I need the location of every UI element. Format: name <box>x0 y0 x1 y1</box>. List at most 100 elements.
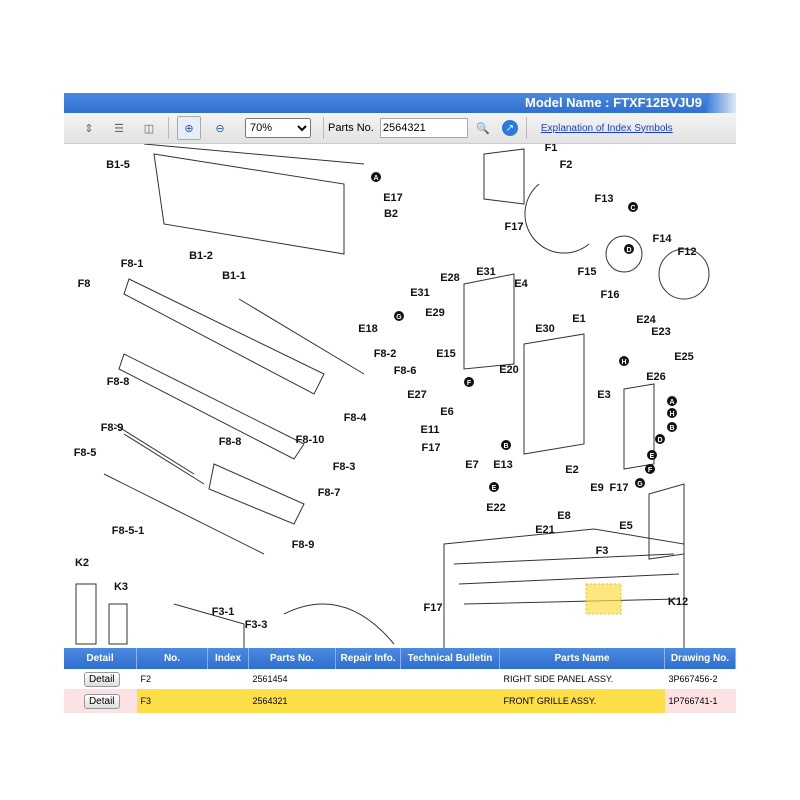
callout-k12[interactable]: K12 <box>668 596 688 608</box>
marker-h: H <box>667 408 677 418</box>
model-name: Model Name : FTXF12BVJU9 <box>525 95 702 110</box>
callout-e4[interactable]: E4 <box>514 278 528 290</box>
callout-f8-7[interactable]: F8-7 <box>318 487 341 499</box>
parts-viewer: Model Name : FTXF12BVJU9 ⇕ ☰ ◫ ⊕ ⊖ 70% P… <box>64 93 736 713</box>
callout-e26[interactable]: E26 <box>646 371 666 383</box>
callout-b1-5[interactable]: B1-5 <box>106 159 130 171</box>
marker-d: D <box>655 434 665 444</box>
callout-f3-1[interactable]: F3-1 <box>212 606 235 618</box>
callout-f8-1[interactable]: F8-1 <box>121 258 144 270</box>
svg-text:F: F <box>467 380 472 387</box>
callout-e2[interactable]: E2 <box>565 464 578 476</box>
cell-no: F2 <box>140 674 152 684</box>
callout-e15[interactable]: E15 <box>436 348 456 360</box>
callout-f13[interactable]: F13 <box>595 193 614 205</box>
callout-f3-3[interactable]: F3-3 <box>245 619 268 631</box>
callout-e17[interactable]: E17 <box>383 192 403 204</box>
callout-f8-10[interactable]: F8-10 <box>296 434 325 446</box>
col-repair: Repair Info. <box>335 648 401 669</box>
detail-button[interactable]: Detail <box>83 671 120 687</box>
callout-e22[interactable]: E22 <box>486 502 506 514</box>
callout-f17[interactable]: F17 <box>422 442 441 454</box>
cell-parts-no: 2561454 <box>252 674 288 684</box>
svg-text:B: B <box>503 443 508 450</box>
callout-e8[interactable]: E8 <box>557 510 570 522</box>
cell-name: FRONT GRILLE ASSY. <box>499 689 665 713</box>
callout-b1-2[interactable]: B1-2 <box>189 250 213 262</box>
horizontal-split-icon[interactable]: ☰ <box>114 122 124 135</box>
zoom-select[interactable]: 70% <box>245 118 311 138</box>
table-row[interactable]: Detail F2 2561454 RIGHT SIDE PANEL ASSY.… <box>64 669 736 689</box>
callout-b1-1[interactable]: B1-1 <box>222 270 246 282</box>
callout-f3[interactable]: F3 <box>596 545 609 557</box>
marker-g: G <box>635 478 645 488</box>
callout-e18[interactable]: E18 <box>358 323 378 335</box>
svg-text:G: G <box>637 481 643 488</box>
callout-f1[interactable]: F1 <box>545 144 558 154</box>
callout-k3[interactable]: K3 <box>114 581 128 593</box>
open-external-icon[interactable]: ↗ <box>501 120 518 136</box>
callout-f8-6[interactable]: F8-6 <box>394 365 417 377</box>
callout-e21[interactable]: E21 <box>535 524 555 536</box>
callout-e7[interactable]: E7 <box>465 459 478 471</box>
callout-e6[interactable]: E6 <box>440 406 453 418</box>
callout-f8-5[interactable]: F8-5 <box>74 447 97 459</box>
callout-f8-3[interactable]: F8-3 <box>333 461 356 473</box>
callout-k2[interactable]: K2 <box>75 557 89 569</box>
col-no: No. <box>136 648 208 669</box>
zoom-out-icon[interactable]: ⊖ <box>215 122 225 135</box>
callout-f8-9[interactable]: F8-9 <box>101 422 124 434</box>
callout-f8-5-1[interactable]: F8-5-1 <box>112 525 144 537</box>
detail-button[interactable]: Detail <box>83 693 120 709</box>
search-part-icon[interactable]: 🔍 <box>476 122 490 135</box>
explanation-link[interactable]: Explanation of Index Symbols <box>540 122 673 134</box>
callout-e9[interactable]: E9 <box>590 482 603 494</box>
callout-f12[interactable]: F12 <box>678 246 697 258</box>
cell-index <box>208 669 249 689</box>
parts-no-input[interactable] <box>379 118 468 138</box>
callout-f17[interactable]: F17 <box>424 602 443 614</box>
callout-e3[interactable]: E3 <box>597 389 610 401</box>
callout-f17[interactable]: F17 <box>610 482 629 494</box>
callout-e1[interactable]: E1 <box>572 313 585 325</box>
callout-f17[interactable]: F17 <box>505 221 524 233</box>
callout-f8-8[interactable]: F8-8 <box>107 376 130 388</box>
cell-drawing: 1P766741-1 <box>664 689 736 713</box>
callout-e30[interactable]: E30 <box>535 323 555 335</box>
callout-f2[interactable]: F2 <box>560 159 573 171</box>
table-row-selected[interactable]: Detail F3 2564321 FRONT GRILLE ASSY. 1P7… <box>64 689 736 713</box>
callout-e5[interactable]: E5 <box>619 520 632 532</box>
callout-f8-2[interactable]: F8-2 <box>374 348 397 360</box>
callout-e28[interactable]: E28 <box>440 272 460 284</box>
callout-f8-4[interactable]: F8-4 <box>344 412 368 424</box>
fit-height-icon[interactable]: ⇕ <box>84 122 94 135</box>
callout-e27[interactable]: E27 <box>407 389 427 401</box>
callout-e31[interactable]: E31 <box>476 266 496 278</box>
callout-e25[interactable]: E25 <box>674 351 694 363</box>
callout-e23[interactable]: E23 <box>651 326 671 338</box>
callout-e20[interactable]: E20 <box>499 364 519 376</box>
svg-text:A: A <box>669 399 674 406</box>
callout-f14[interactable]: F14 <box>653 233 673 245</box>
marker-b: B <box>667 422 677 432</box>
callout-e11[interactable]: E11 <box>421 424 440 436</box>
marker-f: F <box>645 464 655 474</box>
callout-e29[interactable]: E29 <box>425 307 445 319</box>
marker-g: G <box>394 311 404 321</box>
highlight-f3[interactable] <box>585 583 622 615</box>
svg-text:E: E <box>650 453 655 460</box>
callout-f16[interactable]: F16 <box>601 289 620 301</box>
callout-e31[interactable]: E31 <box>410 287 430 299</box>
callout-e13[interactable]: E13 <box>493 459 513 471</box>
marker-e: E <box>647 450 657 460</box>
callout-f8-8[interactable]: F8-8 <box>219 436 242 448</box>
callout-e24[interactable]: E24 <box>636 314 656 326</box>
col-bulletin: Technical Bulletin <box>400 648 500 669</box>
callout-f8-9[interactable]: F8-9 <box>292 539 315 551</box>
zoom-in-icon[interactable]: ⊕ <box>177 116 201 140</box>
vertical-split-icon[interactable]: ◫ <box>143 122 155 135</box>
callout-f8[interactable]: F8 <box>78 278 91 290</box>
callout-f15[interactable]: F15 <box>578 266 597 278</box>
callout-b2[interactable]: B2 <box>384 208 398 220</box>
